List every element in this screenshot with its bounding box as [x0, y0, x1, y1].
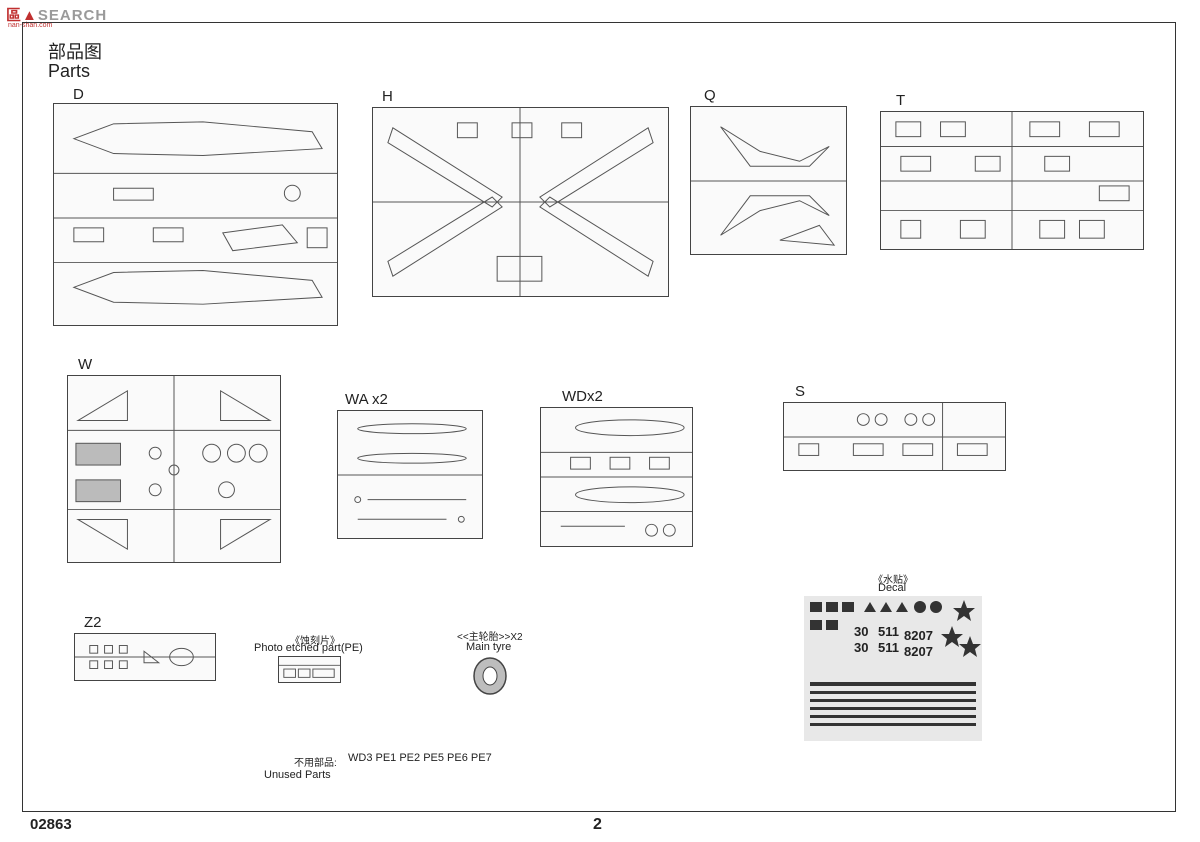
pe-fret: [278, 656, 341, 683]
decal-number-1: 30: [854, 624, 869, 639]
decal-number-3: 8207: [904, 628, 933, 643]
page-frame: [22, 22, 1176, 812]
sprue-d-label: D: [73, 86, 84, 103]
sprue-z2-label: Z2: [84, 614, 102, 631]
unused-label-cn: 不用部品:: [294, 758, 337, 769]
sprue-t: [880, 111, 1144, 250]
watermark-url: nan-shan.com: [8, 22, 53, 29]
unused-label-en: Unused Parts: [264, 769, 331, 781]
sprue-q-drawing: [691, 126, 846, 246]
decal-number-2: 511: [878, 624, 899, 639]
sprue-t-drawing: [881, 112, 1143, 249]
watermark-logo: 區▲SEARCH: [6, 7, 108, 24]
sprue-w-label: W: [78, 356, 93, 373]
tyre-label-cn: <<主轮胎>>X2: [457, 632, 523, 643]
sprue-h-drawing: [373, 108, 668, 296]
sprue-q-label: Q: [704, 87, 716, 104]
tyre-icon: [473, 657, 507, 695]
page-number: 2: [593, 816, 602, 833]
sprue-wa: [337, 410, 483, 539]
decal-sheet-drawing: [810, 600, 981, 726]
sprue-wa-label: WA x2: [345, 391, 388, 408]
sprue-q: [690, 106, 847, 255]
pe-label-cn: 《蚀刻片》: [290, 636, 340, 647]
sprue-h-label: H: [382, 88, 393, 105]
tyre-label-en: Main tyre: [466, 641, 512, 653]
sprue-z2-drawing: [75, 645, 215, 669]
sprue-wd-label: WDx2: [562, 388, 603, 405]
sprue-wd: [540, 407, 693, 547]
unused-parts-list: WD3 PE1 PE2 PE5 PE6 PE7: [348, 752, 492, 764]
decal-label-cn: 《水贴》: [873, 575, 913, 586]
sprue-s: [783, 402, 1006, 471]
decal-sheet: 30 511 8207 30 511 8207: [804, 596, 982, 741]
pe-label-en: Photo etched part(PE): [254, 642, 363, 654]
pe-fret-drawing: [279, 664, 340, 678]
sprue-s-label: S: [795, 383, 806, 400]
sprue-d: [53, 103, 338, 326]
sprue-wa-drawing: [338, 423, 482, 523]
product-code: 02863: [30, 816, 72, 833]
sprue-z2: [74, 633, 216, 681]
sprue-h: [372, 107, 669, 297]
sprue-w-drawing: [68, 376, 280, 562]
decal-number-6: 8207: [904, 644, 933, 659]
page-title-en: Parts: [48, 61, 91, 81]
sprue-t-label: T: [896, 92, 906, 109]
page-title-cn: 部品图: [48, 42, 102, 62]
sprue-s-drawing: [784, 403, 1005, 470]
decal-label-en: Decal: [878, 582, 907, 594]
sprue-wd-drawing: [541, 419, 692, 537]
sprue-w: [67, 375, 281, 563]
sprue-d-drawing: [54, 121, 337, 305]
decal-number-5: 511: [878, 640, 899, 655]
decal-number-4: 30: [854, 640, 869, 655]
